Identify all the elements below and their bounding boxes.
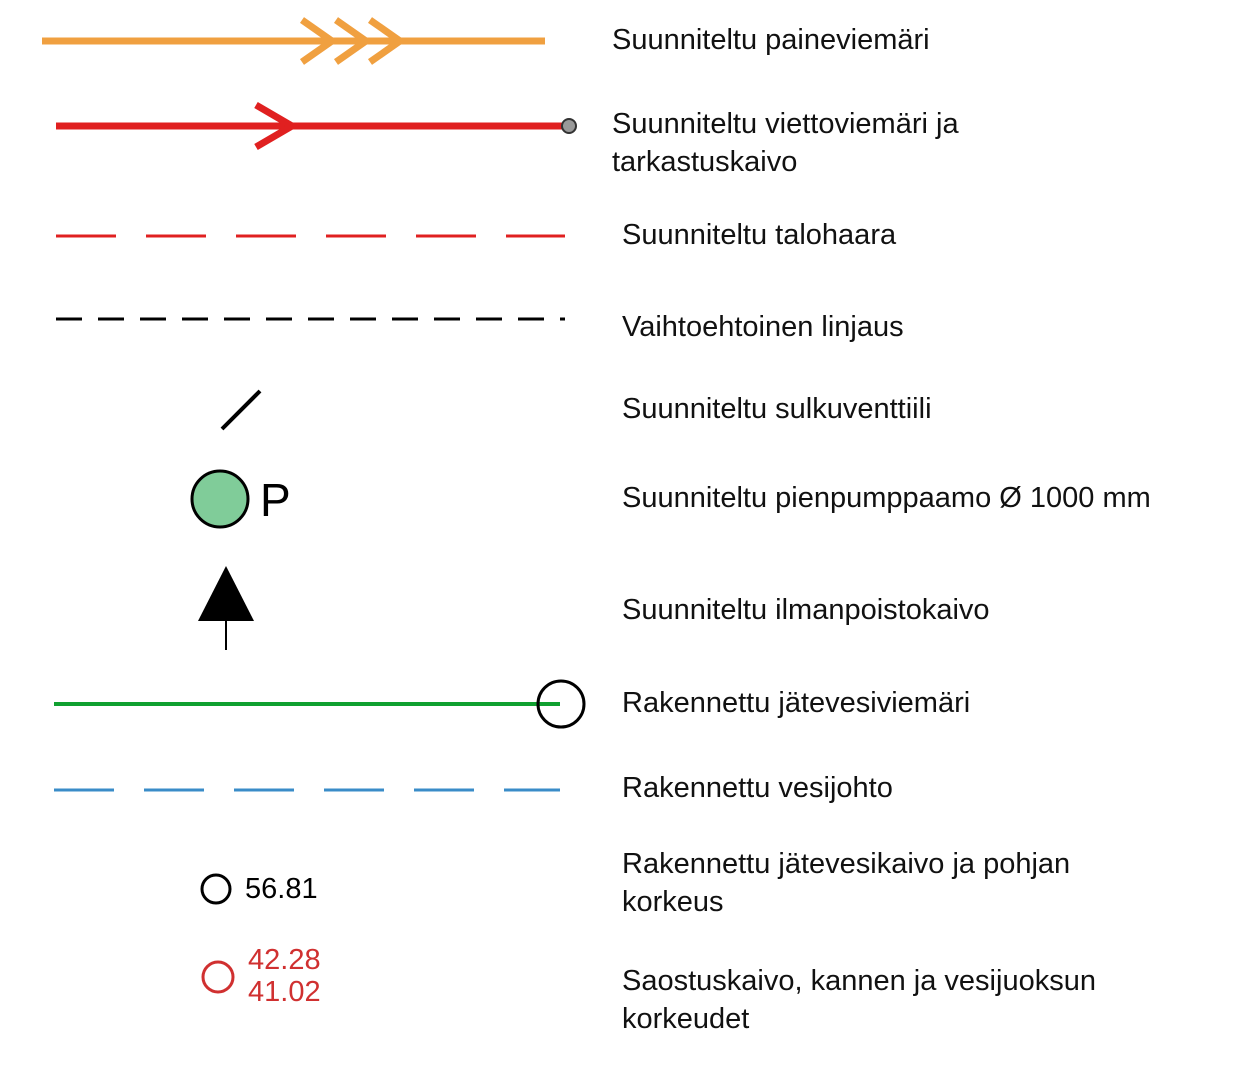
label-jatevesikaivo-line1: Rakennettu jätevesikaivo ja pohjan xyxy=(622,848,1071,880)
label-viettoviemari-line1: Suunniteltu viettoviemäri ja xyxy=(612,108,959,140)
lid-elevation-value: 42.28 xyxy=(248,944,321,976)
label-viettoviemari-line2: tarkastuskaivo xyxy=(612,146,798,178)
label-paineviemari: Suunniteltu paineviemäri xyxy=(612,24,930,56)
label-ilmanpoistokaivo: Suunniteltu ilmanpoistokaivo xyxy=(622,594,990,626)
manhole-dot-icon xyxy=(561,118,577,134)
valve-slash-icon xyxy=(220,389,262,431)
label-saostuskaivo-line2: korkeudet xyxy=(622,1003,750,1035)
label-vaihtoehtoinen: Vaihtoehtoinen linjaus xyxy=(622,311,904,343)
label-jatevesikaivo-line2: korkeus xyxy=(622,886,724,918)
manhole-circle-icon xyxy=(536,679,586,729)
orange-pressure-sewer-symbol xyxy=(42,17,545,65)
wastewater-manhole-circle-icon xyxy=(200,873,232,905)
label-pienpumppaamo: Suunniteltu pienpumppaamo Ø 1000 mm xyxy=(622,482,1151,514)
label-saostuskaivo-line1: Saostuskaivo, kannen ja vesijuoksun xyxy=(622,965,1096,997)
green-sewer-line-symbol xyxy=(54,679,586,729)
up-arrow-icon xyxy=(198,566,254,650)
pump-letter: P xyxy=(260,474,291,526)
label-sulkuventtiili: Suunniteltu sulkuventtiili xyxy=(622,393,932,425)
red-gravity-sewer-symbol xyxy=(56,101,577,151)
bottom-elevation-value: 56.81 xyxy=(245,873,318,905)
pump-station-icon xyxy=(190,469,250,529)
label-talohaara: Suunniteltu talohaara xyxy=(622,219,897,251)
label-jatevesiviemari: Rakennettu jätevesiviemäri xyxy=(622,687,971,719)
septic-tank-circle-icon xyxy=(201,960,235,994)
water-level-elevation-value: 41.02 xyxy=(248,976,321,1008)
label-vesijohto: Rakennettu vesijohto xyxy=(622,772,893,804)
